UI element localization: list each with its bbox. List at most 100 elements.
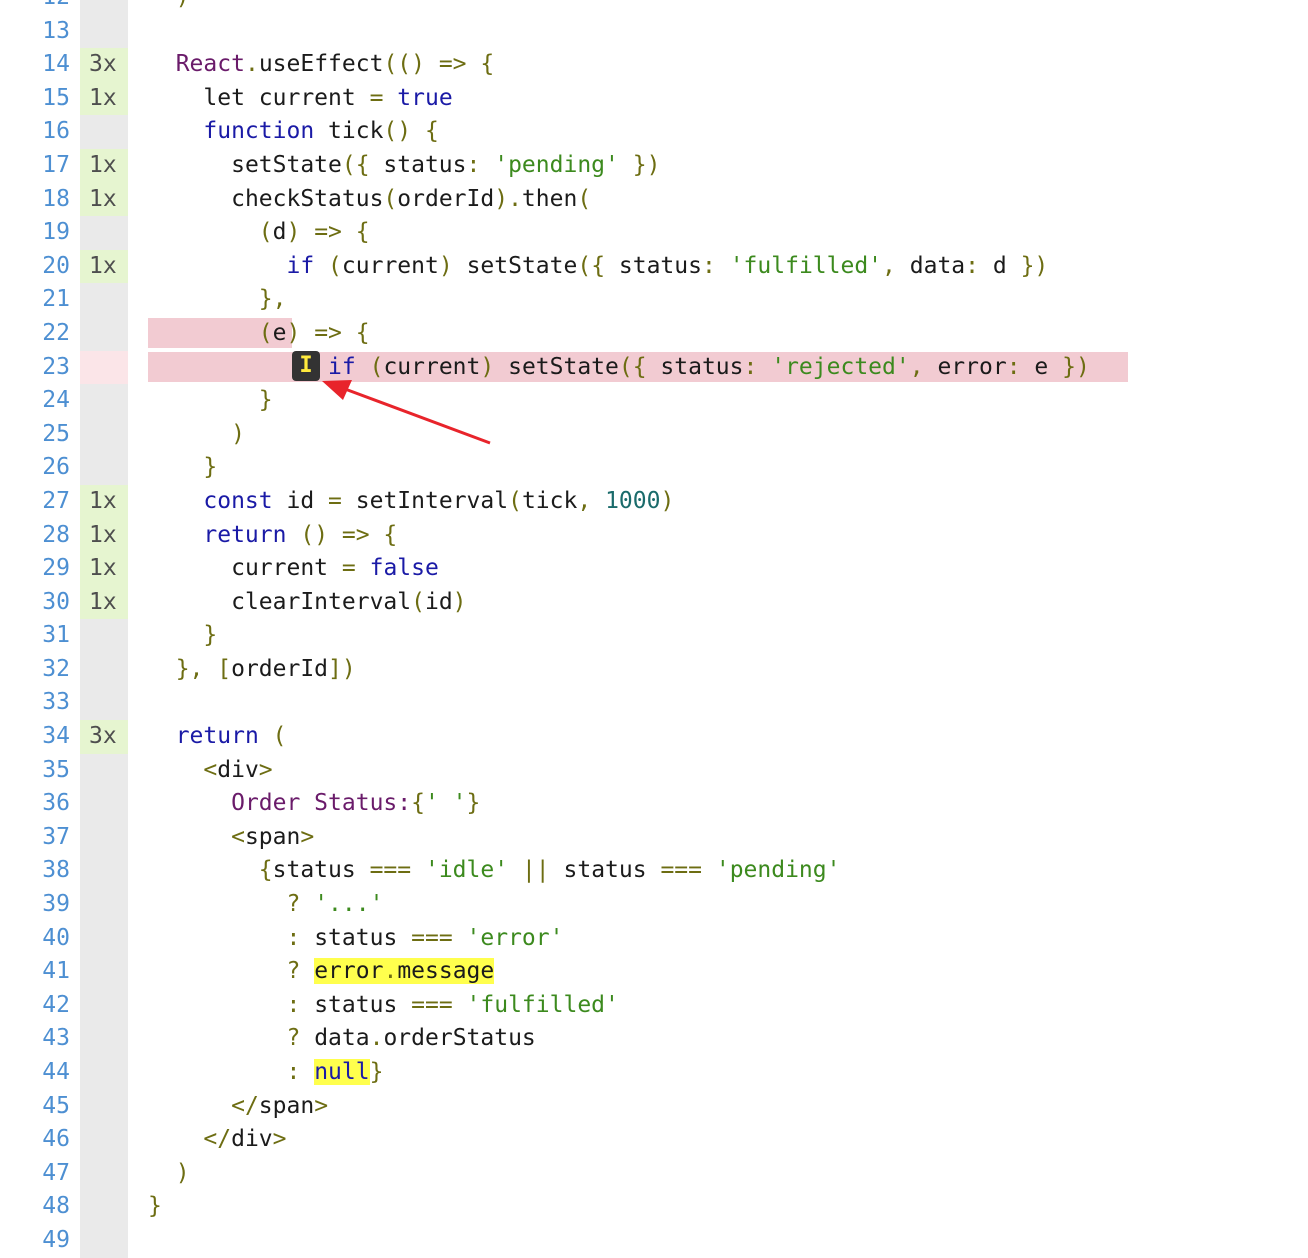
line-source: : status === 'fulfilled' [286,991,619,1018]
line-source: </span> [231,1092,329,1119]
code-line: 42 : status === 'fulfilled' [0,988,1308,1023]
coverage-count [80,417,128,452]
coverage-count [80,0,128,15]
coverage-count [80,921,128,956]
line-source: } [258,387,273,414]
uncovered-statement-marker[interactable]: I [292,351,320,381]
line-number[interactable]: 17 [42,151,70,178]
line-source: }, [258,286,287,313]
code-line: 45 </span> [0,1089,1308,1124]
line-source: : status === 'error' [286,924,564,951]
code-line: 37 <span> [0,820,1308,855]
line-number[interactable]: 32 [42,655,70,682]
coverage-count [80,283,128,317]
coverage-count [80,820,128,855]
coverage-count [80,451,128,485]
line-number[interactable]: 25 [42,420,70,447]
line-source: Order Status:{' '} [231,790,481,817]
code-line: 23 if (current) setState({ status: 'reje… [0,350,1308,385]
line-number[interactable]: 18 [42,185,70,212]
line-number[interactable]: 22 [42,319,70,346]
line-number[interactable]: 26 [42,454,70,481]
line-source: current = false [231,555,439,582]
code-line: 19 (d) => { [0,216,1308,250]
line-source: ? error.message [286,958,495,985]
code-line: 24 } [0,384,1308,418]
line-number[interactable]: 49 [42,1226,70,1253]
line-source: }, [orderId]) [175,655,356,682]
line-source: } [148,1193,162,1220]
line-number[interactable]: 29 [42,555,70,582]
coverage-count [80,1056,128,1090]
line-number[interactable]: 43 [42,1025,70,1052]
line-number[interactable]: 45 [42,1092,70,1119]
line-number[interactable]: 24 [42,387,70,414]
line-number[interactable]: 34 [42,723,70,750]
code-line: 46 </div> [0,1123,1308,1157]
line-number[interactable]: 47 [42,1159,70,1186]
code-line: 16 function tick() { [0,115,1308,149]
coverage-count [80,115,128,149]
code-line: 21 }, [0,283,1308,317]
line-number[interactable]: 40 [42,924,70,951]
line-number[interactable]: 42 [42,991,70,1018]
line-source: } [203,622,218,649]
line-source [148,686,1308,720]
code-line: 41 ? error.message [0,955,1308,989]
line-number[interactable]: 21 [42,286,70,313]
coverage-count [80,216,128,250]
line-number[interactable]: 33 [42,689,70,716]
line-number[interactable]: 12 [0,0,70,15]
coverage-count: 1x [80,552,128,586]
line-number[interactable]: 36 [42,790,70,817]
line-number[interactable]: 48 [42,1193,70,1220]
line-number[interactable]: 19 [42,219,70,246]
line-source: </div> [203,1126,287,1153]
coverage-count [80,686,128,721]
line-number[interactable]: 14 [42,51,70,78]
line-number[interactable]: 30 [42,588,70,615]
code-line: 22 (e) => { [0,316,1308,351]
line-source [148,15,1308,49]
coverage-count [80,652,128,687]
line-number[interactable]: 46 [42,1126,70,1153]
code-line: 25 ) [0,417,1308,452]
coverage-count [80,619,128,653]
coverage-count: 1x [80,148,128,183]
coverage-count [80,753,128,788]
line-source: clearInterval(id) [231,588,467,615]
line-number[interactable]: 44 [42,1059,70,1085]
code-line: 36 Order Status:{' '} [0,787,1308,821]
line-source: {status === 'idle' || status === 'pendin… [258,857,841,884]
coverage-count [80,14,128,49]
line-number[interactable]: 31 [42,622,70,649]
line-number[interactable]: 20 [42,252,70,279]
line-number[interactable]: 38 [42,857,70,884]
line-number[interactable]: 23 [42,353,70,380]
line-source: ) [148,0,1308,15]
line-number[interactable]: 28 [42,521,70,548]
line-number[interactable]: 35 [42,756,70,783]
line-source: (d) => { [258,219,370,246]
coverage-count [80,1089,128,1124]
line-number[interactable]: 39 [42,891,70,918]
line-number[interactable]: 41 [42,958,70,985]
code-line: 43 ? data.orderStatus [0,1022,1308,1056]
line-source: <span> [231,823,315,850]
code-line: 48} [0,1190,1308,1224]
coverage-count: 1x [80,585,128,620]
line-source: ) [231,420,245,447]
coverage-count [80,955,128,989]
line-number[interactable]: 15 [42,84,70,111]
coverage-count [80,1223,128,1258]
line-source: <div> [203,756,273,783]
line-number[interactable]: 37 [42,823,70,850]
code-line: 47 ) [0,1156,1308,1191]
line-number[interactable]: 16 [42,118,70,145]
line-number[interactable]: 27 [42,487,70,514]
coverage-count: 1x [80,249,128,284]
line-number[interactable]: 13 [42,17,70,44]
coverage-count [80,1190,128,1224]
